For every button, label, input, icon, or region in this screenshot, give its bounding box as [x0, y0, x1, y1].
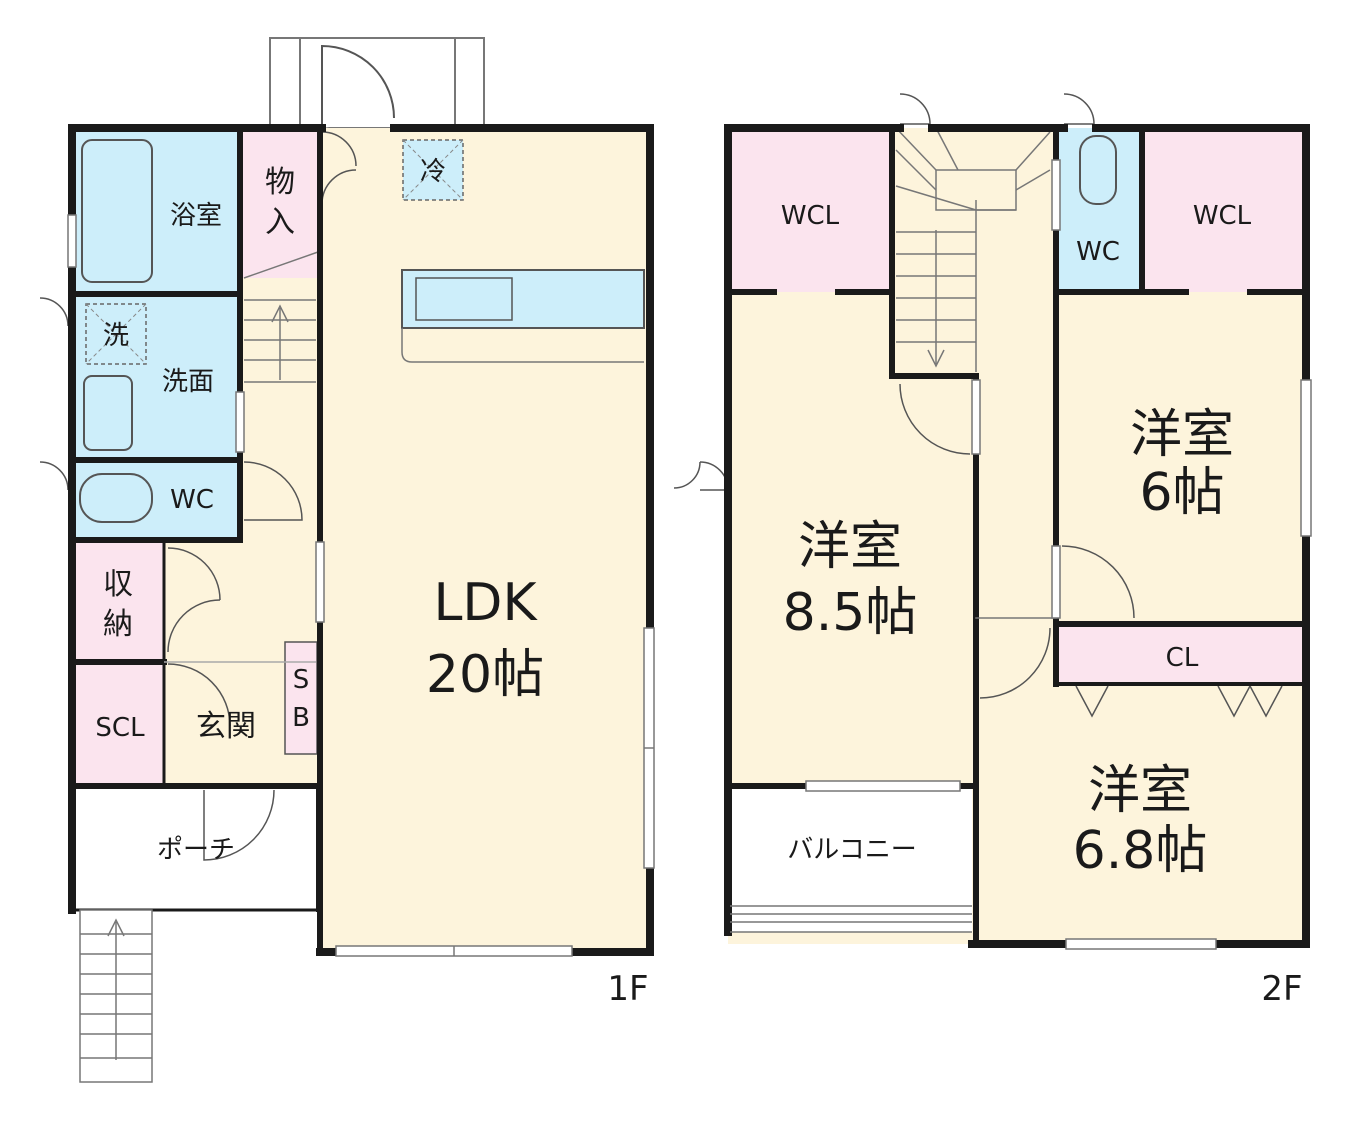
balcony-room [728, 786, 972, 932]
label-western-6-2: 6帖 [1139, 463, 1224, 523]
label-entrance: 玄関 [196, 709, 256, 744]
label-western-6-1: 洋室 [1130, 405, 1234, 465]
balcony-rail [730, 905, 972, 933]
storage-top-room [240, 128, 318, 278]
label-balcony: バルコニー [787, 835, 916, 865]
label-scl: SCL [95, 713, 145, 743]
label-bath: 浴室 [170, 201, 222, 231]
scl-room [72, 662, 164, 786]
door-swings-1f [39, 131, 701, 861]
label-sb-1: S [293, 665, 310, 695]
label-ldk-2: 20帖 [426, 645, 544, 705]
label-storage-top-1: 物 [265, 165, 295, 200]
wcl-left-room [728, 128, 892, 292]
porch-room [72, 786, 318, 910]
cl-room [1058, 624, 1306, 684]
label-storage-1: 収 [103, 567, 133, 602]
label-wc-2f: WC [1076, 237, 1120, 267]
label-washer: 洗 [103, 321, 129, 351]
kitchen-sink [415, 277, 513, 321]
label-wc-1f: WC [170, 485, 214, 515]
label-washroom: 洗面 [162, 367, 214, 397]
label-storage-2: 納 [103, 607, 133, 642]
label-floor-1f: 1F [607, 969, 648, 1009]
front-steps [79, 909, 153, 1083]
label-sb-2: B [292, 703, 310, 733]
sink [83, 375, 133, 451]
label-cl: CL [1166, 643, 1199, 673]
label-storage-top-2: 入 [265, 205, 295, 240]
stairs-1f [243, 251, 319, 383]
door-swing-top [321, 44, 395, 128]
label-western-68-2: 6.8帖 [1073, 821, 1208, 881]
label-wcl-left: WCL [781, 201, 840, 231]
label-western-8-2: 8.5帖 [783, 583, 918, 643]
label-fridge: 冷 [420, 157, 446, 187]
bathtub [81, 139, 153, 283]
toilet-1f [79, 473, 153, 523]
stairs-2f [895, 127, 1051, 372]
door-swings-2f [699, 93, 1283, 718]
toilet-2f [1079, 135, 1117, 205]
label-western-8-1: 洋室 [798, 517, 902, 577]
wcl-right-room [1142, 128, 1306, 292]
label-porch: ポーチ [157, 835, 235, 865]
ldk-room [320, 128, 650, 952]
label-floor-2f: 2F [1261, 969, 1302, 1009]
floor-2: WCL WC WCL 洋室 8.5帖 洋室 6帖 CL 洋室 6.8帖 バルコニ… [699, 93, 1312, 1009]
windows-2f [805, 159, 1312, 950]
floor-1: 浴室 物 入 冷 洗 洗面 WC 収 納 SCL 玄関 S B ポーチ LDK … [39, 37, 701, 1083]
label-western-68-1: 洋室 [1088, 761, 1192, 821]
sb-box [284, 641, 318, 755]
label-wcl-right: WCL [1193, 201, 1252, 231]
storage-room [72, 542, 164, 662]
label-ldk-1: LDK [433, 573, 538, 633]
